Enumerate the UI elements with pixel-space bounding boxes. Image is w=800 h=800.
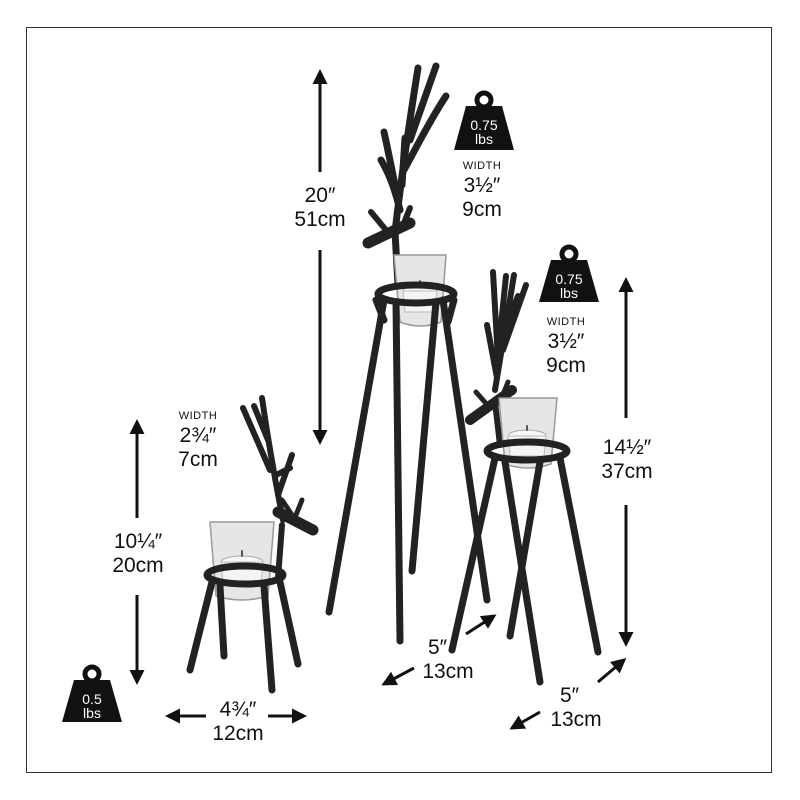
medium-weight-value: 0.75 (555, 271, 583, 287)
medium-base-arrow-up (597, 658, 627, 684)
small-width-label: WIDTH 2¾″ 7cm (178, 410, 218, 471)
small-ring (203, 562, 287, 588)
large-base-arrow-down (381, 666, 415, 686)
medium-base-arrow-down (509, 710, 541, 730)
medium-height-label: 14½″ 37cm (601, 436, 653, 483)
large-reindeer (325, 62, 491, 645)
medium-ring (483, 438, 571, 464)
large-base-label: 5″ 13cm (422, 636, 474, 683)
small-base-label: 4¾″ 12cm (212, 698, 264, 745)
large-weight-value: 0.75 (470, 117, 498, 133)
small-weight-value: 0.5 (82, 691, 102, 707)
small-height-label: 10¼″ 20cm (112, 530, 164, 577)
medium-width-label: WIDTH 3½″ 9cm (546, 316, 586, 377)
medium-weight-unit: lbs (560, 285, 578, 301)
medium-reindeer-legs (448, 454, 602, 686)
large-weight-unit: lbs (475, 131, 493, 147)
medium-base-label: 5″ 13cm (550, 684, 602, 731)
weight-icon-small (62, 664, 122, 722)
large-reindeer-antlers (377, 62, 450, 236)
large-reindeer-legs (325, 296, 491, 645)
small-reindeer-legs (186, 578, 302, 694)
small-reindeer (186, 395, 319, 694)
diagram-frame (26, 27, 772, 773)
small-reindeer-antlers (240, 395, 295, 523)
large-base-arrow-up (465, 614, 497, 636)
large-ring (374, 281, 458, 307)
large-height-label: 20″ 51cm (294, 184, 346, 231)
small-reindeer-head (272, 506, 319, 536)
large-width-label: WIDTH 3½″ 9cm (462, 160, 502, 221)
small-weight-unit: lbs (83, 705, 101, 721)
weight-icon-medium (539, 244, 599, 302)
medium-reindeer-antlers (484, 269, 529, 393)
weight-icon-large (454, 90, 514, 150)
medium-reindeer (448, 269, 602, 686)
